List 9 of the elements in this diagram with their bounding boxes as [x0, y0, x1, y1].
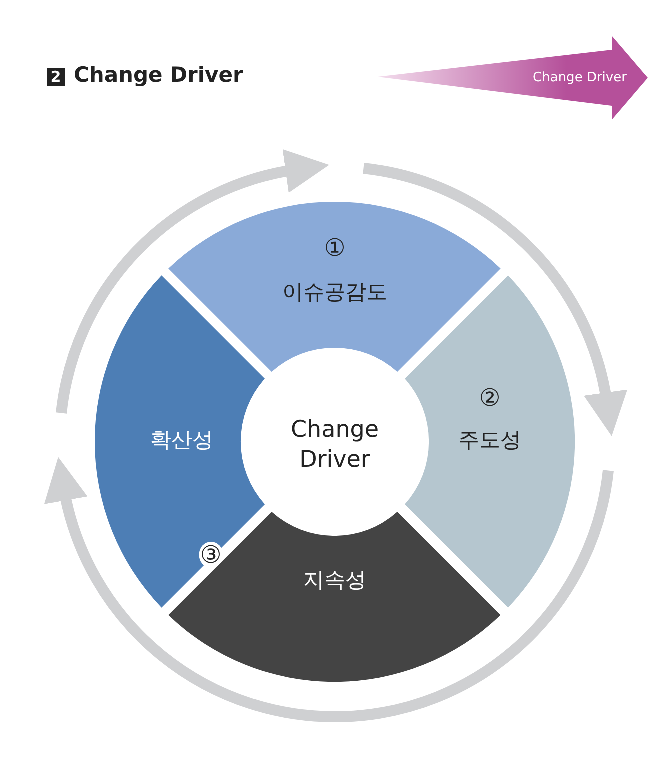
segment-label: 주도성 [458, 426, 522, 454]
title: Change Driver [74, 63, 244, 87]
segment-label: 이슈공감도 [282, 278, 388, 306]
step-number: ① [324, 234, 346, 262]
segment-label: 지속성 [303, 566, 366, 594]
segment-label: 확산성 [150, 426, 214, 454]
number-badge: 2 [47, 68, 65, 86]
step-number: ② [479, 384, 501, 412]
banner-arrow: Change Driver [378, 36, 648, 120]
